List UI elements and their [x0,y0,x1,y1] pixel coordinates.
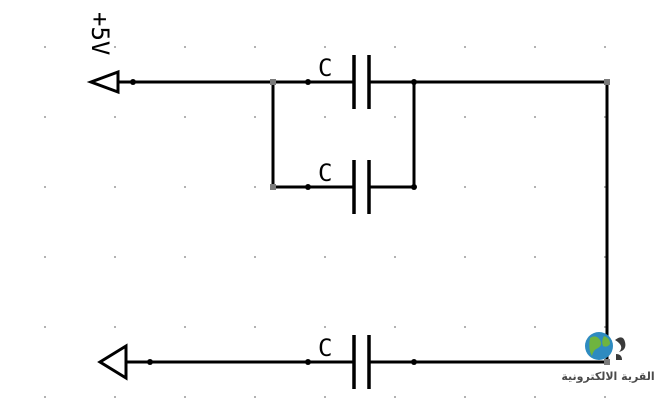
grid-dot [534,326,536,328]
connection-points [130,79,417,365]
grid-dot [114,46,116,48]
grid-dot [114,326,116,328]
grid-dot [324,326,326,328]
grid-dot [464,116,466,118]
grid-dot [254,396,256,398]
grid-dot [534,396,536,398]
watermark-text: القرية الالكترونية [561,370,655,383]
grid-dot [44,46,46,48]
capacitor-3-label: C [318,334,332,362]
grid-dot [254,46,256,48]
grid-dot [184,326,186,328]
output-port-arrow-icon [97,343,128,381]
pin-dot [305,184,311,190]
grid-dot [184,256,186,258]
grid-dot [184,396,186,398]
pin-dot [411,359,417,365]
capacitor-2[interactable]: C [318,159,371,214]
junction-marker [604,79,610,85]
grid-dot [184,116,186,118]
grid-dot [114,116,116,118]
grid-dot [394,396,396,398]
globe-icon [585,332,626,360]
grid-dot [254,186,256,188]
junction-marker [604,359,610,365]
grid-dot [534,256,536,258]
junction-marker [270,79,276,85]
grid-dot [324,116,326,118]
pin-dot [305,79,311,85]
grid-dot [44,256,46,258]
grid-dots [44,46,606,398]
capacitor-2-label: C [318,159,332,187]
junction-marker [270,184,276,190]
grid-dot [464,326,466,328]
wire-junctions [270,79,610,365]
grid-dot [534,46,536,48]
grid-dot [254,326,256,328]
grid-dot [324,46,326,48]
grid-dot [394,326,396,328]
supply-port-5v[interactable]: +5V [86,12,120,95]
watermark-logo: القرية الالكترونية [552,328,664,388]
grid-dot [44,396,46,398]
grid-dot [464,186,466,188]
pin-dot [130,79,136,85]
capacitor-3[interactable]: C [318,334,371,389]
grid-dot [464,256,466,258]
grid-dot [604,46,606,48]
grid-dot [254,116,256,118]
pin-dot [147,359,153,365]
pin-dot [305,359,311,365]
pin-dot [411,184,417,190]
grid-dot [114,256,116,258]
pin-dot [411,79,417,85]
supply-voltage-label: +5V [86,12,114,55]
grid-dot [44,186,46,188]
grid-dot [44,326,46,328]
grid-dot [394,116,396,118]
grid-dot [324,256,326,258]
grid-dot [114,396,116,398]
capacitor-1[interactable]: C [318,54,371,109]
grid-dot [394,256,396,258]
grid-dot [254,256,256,258]
grid-dot [184,186,186,188]
grid-dot [534,116,536,118]
grid-dot [44,116,46,118]
grid-dot [604,396,606,398]
output-port[interactable] [97,343,128,381]
supply-port-arrow-icon [86,69,120,95]
grid-dot [324,396,326,398]
grid-dot [464,46,466,48]
capacitor-1-label: C [318,54,332,82]
grid-dot [114,186,116,188]
grid-dot [184,46,186,48]
grid-dot [464,396,466,398]
grid-dot [394,46,396,48]
grid-dot [534,186,536,188]
